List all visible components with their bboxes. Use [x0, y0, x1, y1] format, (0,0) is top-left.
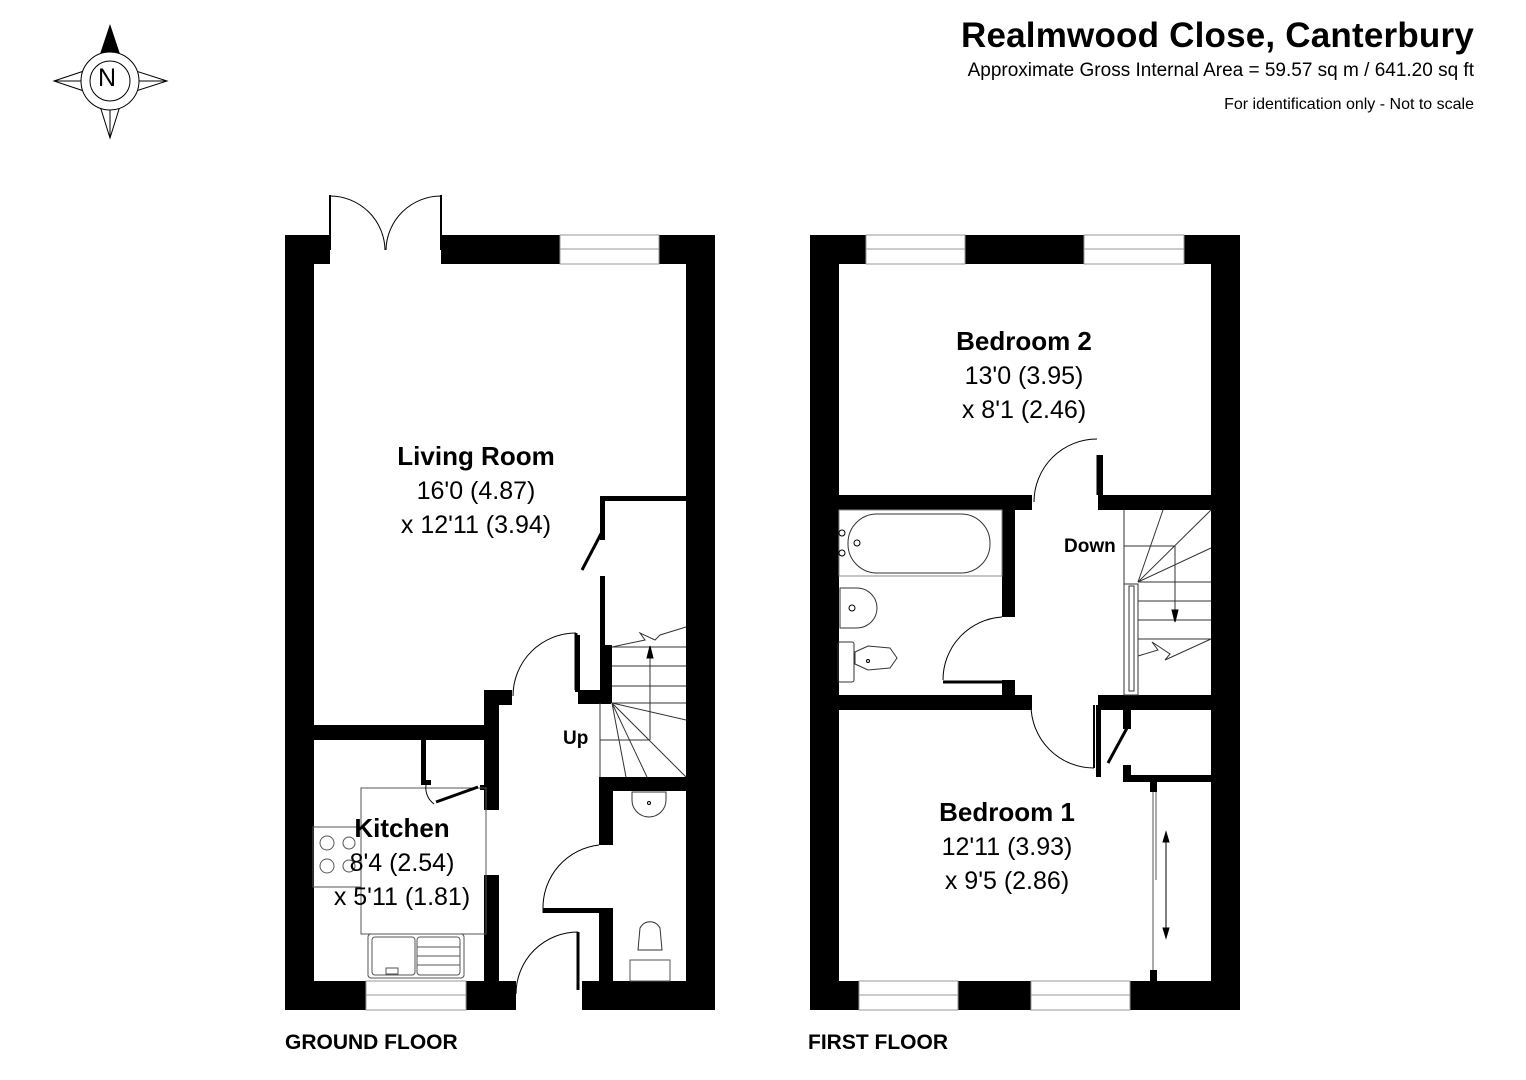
room-dimension-width: x 8'1 (2.46)	[961, 396, 1087, 425]
room-label-living-room: Living Room 16'0 (4.87) x 12'11 (3.94)	[397, 440, 554, 543]
floor-label-first: FIRST FLOOR	[808, 1031, 948, 1054]
room-dimension-width: x 9'5 (2.86)	[944, 867, 1070, 896]
room-dimension-length: 12'11 (3.93)	[941, 832, 1073, 861]
room-dimension-length: 16'0 (4.87)	[416, 476, 536, 505]
floor-label-ground: GROUND FLOOR	[285, 1031, 458, 1054]
first-floor-fixtures	[837, 234, 1212, 1011]
room-label-kitchen: Kitchen 8'4 (2.54) x 5'11 (1.81)	[334, 812, 470, 915]
room-label-bedroom-2: Bedroom 2 13'0 (3.95) x 8'1 (2.46)	[956, 325, 1092, 428]
north-arrow-compass-icon	[52, 24, 169, 140]
ground-floor-walls	[285, 235, 715, 1010]
room-name: Kitchen	[354, 813, 450, 843]
ground-floor-fixtures	[312, 195, 687, 1011]
room-dimension-width: x 12'11 (3.94)	[400, 511, 552, 540]
room-name: Living Room	[397, 441, 555, 471]
compass-north-label: N	[98, 64, 117, 92]
room-dimension-length: 8'4 (2.54)	[349, 848, 455, 877]
room-dimension-length: 13'0 (3.95)	[964, 361, 1084, 390]
room-label-bedroom-1: Bedroom 1 12'11 (3.93) x 9'5 (2.86)	[939, 796, 1075, 899]
room-name: Bedroom 1	[939, 797, 1075, 827]
gross-internal-area: Approximate Gross Internal Area = 59.57 …	[967, 60, 1474, 81]
room-dimension-width: x 5'11 (1.81)	[333, 883, 471, 912]
stairs-up-label: Up	[563, 728, 589, 749]
stairs-down-label: Down	[1064, 536, 1116, 557]
room-name: Bedroom 2	[956, 326, 1092, 356]
first-floor-walls	[810, 235, 1240, 1010]
property-title: Realmwood Close, Canterbury	[960, 16, 1474, 55]
disclaimer-text: For identification only - Not to scale	[1224, 96, 1474, 113]
